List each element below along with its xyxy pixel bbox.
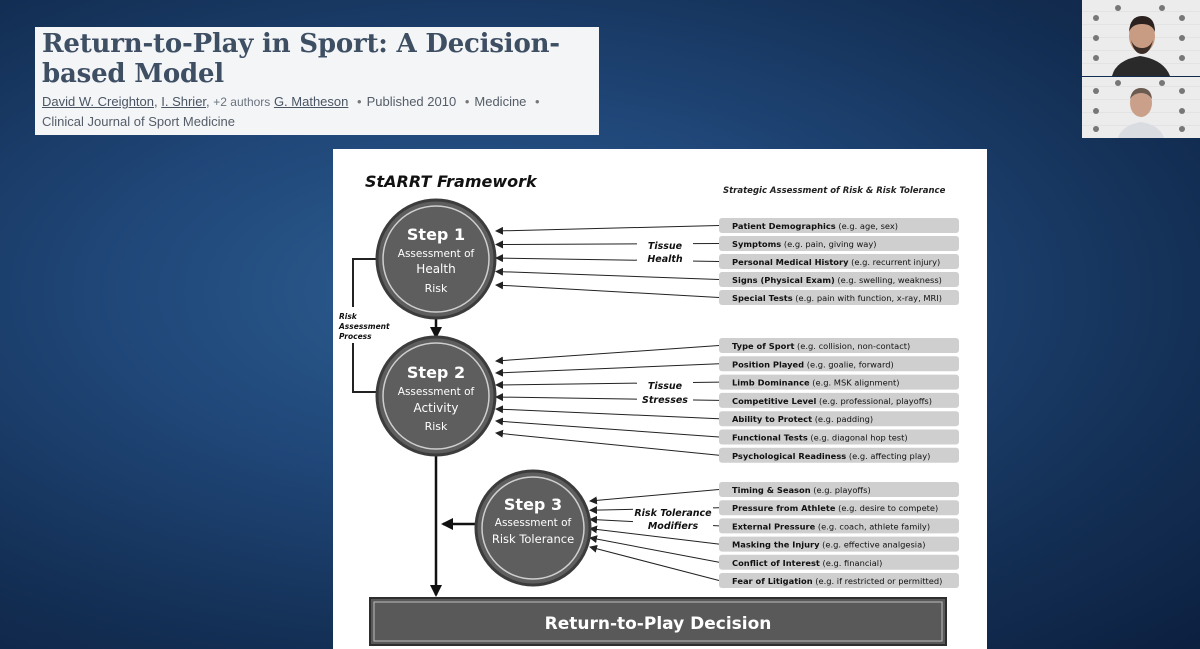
factor-arrow [495, 363, 720, 377]
factor-arrow [589, 489, 720, 505]
svg-text:Assessment of: Assessment of [398, 386, 475, 398]
factor-label: External Pressure (e.g. coach, athlete f… [732, 521, 930, 531]
svg-text:Assessment of: Assessment of [398, 248, 475, 260]
factor-box [719, 254, 959, 269]
author-link[interactable]: G. Matheson [273, 94, 349, 109]
factor-label: Psychological Readiness (e.g. affecting … [732, 451, 930, 461]
factor-list: Patient Demographics (e.g. age, sex) Symp… [719, 218, 959, 588]
paper-meta: David W. Creighton, I. Shrier, +2 author… [42, 94, 540, 109]
svg-text:Risk: Risk [425, 420, 448, 433]
factor-arrow [589, 544, 720, 581]
factor-label: Fear of Litigation (e.g. if restricted o… [732, 576, 942, 586]
decision-label: Return-to-Play Decision [545, 614, 772, 634]
slide-starrt-framework: StARRT Framework Strategic Assessment of… [333, 149, 987, 649]
factor-label: Signs (Physical Exam) (e.g. swelling, we… [732, 275, 942, 285]
step-1-circle: Step 1 Assessment of Health Risk [375, 198, 497, 320]
factor-label: Functional Tests (e.g. diagonal hop test… [732, 433, 908, 443]
factor-label: Competitive Level (e.g. professional, pl… [732, 396, 932, 406]
svg-text:Assessment of: Assessment of [495, 517, 572, 529]
paper-citation-card: Return-to-Play in Sport: A Decision-base… [35, 27, 599, 135]
step-3-circle: Step 3 Assessment of Risk Tolerance [474, 469, 592, 587]
factor-box [719, 356, 959, 372]
return-to-play-decision-box: Return-to-Play Decision [369, 597, 947, 646]
journal-name: Clinical Journal of Sport Medicine [42, 114, 235, 129]
factor-label: Symptoms (e.g. pain, giving way) [732, 239, 877, 249]
factor-label: Patient Demographics (e.g. age, sex) [732, 221, 898, 231]
participant-video-tile[interactable] [1082, 77, 1200, 138]
starrt-diagram: StARRT Framework Strategic Assessment of… [337, 172, 959, 646]
participant-video-tile[interactable] [1082, 0, 1200, 76]
factor-arrow [495, 405, 720, 420]
factor-box [719, 272, 959, 287]
factor-label: Personal Medical History (e.g. recurrent… [732, 257, 940, 267]
more-authors-link[interactable]: +2 authors [213, 95, 271, 109]
factor-box [719, 218, 959, 233]
risk-process-label: Risk Assessment Process [338, 312, 392, 341]
factor-box [719, 482, 959, 497]
factor-label: Type of Sport (e.g. collision, non-conta… [732, 341, 910, 351]
step-title: Step 2 [407, 363, 465, 382]
paper-title[interactable]: Return-to-Play in Sport: A Decision-base… [42, 29, 560, 89]
factor-box [719, 536, 959, 552]
separator-dot: • [535, 94, 540, 109]
factor-box [719, 518, 959, 534]
factor-label: Special Tests (e.g. pain with function, … [732, 293, 942, 303]
factor-box [719, 392, 959, 408]
factor-box [719, 411, 959, 427]
factor-box [719, 500, 959, 516]
factor-box [719, 236, 959, 251]
svg-text:Health: Health [416, 262, 455, 276]
participant-avatar [1093, 5, 1185, 76]
factor-label: Limb Dominance (e.g. MSK alignment) [732, 378, 899, 388]
factor-arrow [495, 345, 720, 365]
step-title: Step 1 [407, 225, 465, 244]
step-title: Step 3 [504, 495, 562, 514]
author-link[interactable]: David W. Creighton [42, 94, 154, 109]
published-date: Published 2010 [366, 94, 457, 109]
factor-box [719, 429, 959, 445]
field-of-study: Medicine [474, 94, 527, 109]
factor-box [719, 374, 959, 390]
factor-label: Conflict of Interest (e.g. financial) [732, 558, 882, 568]
factor-arrow [495, 417, 720, 438]
factor-arrow [495, 267, 720, 280]
factor-arrow [495, 429, 720, 456]
factor-label: Pressure from Athlete (e.g. desire to co… [732, 503, 938, 513]
factor-box [719, 338, 959, 353]
factor-box [719, 447, 959, 463]
factor-label: Timing & Season (e.g. playoffs) [732, 485, 871, 495]
factor-arrow [589, 535, 720, 563]
factor-arrow [495, 225, 720, 235]
separator-dot: • [464, 94, 470, 109]
factor-arrow [495, 281, 720, 298]
svg-text:Risk: Risk [425, 282, 448, 295]
separator-dot: • [357, 94, 362, 109]
svg-text:Risk Tolerance: Risk Tolerance [492, 532, 574, 546]
factor-label: Masking the Injury (e.g. effective analg… [732, 540, 925, 550]
participant-avatar [1093, 80, 1185, 138]
step-2-circle: Step 2 Assessment of Activity Risk [375, 335, 497, 457]
factor-box [719, 554, 959, 570]
svg-text:Activity: Activity [414, 401, 459, 415]
factor-label: Position Played (e.g. goalie, forward) [732, 359, 894, 369]
framework-title: StARRT Framework [365, 172, 538, 191]
factor-arrow [589, 525, 720, 545]
factor-box [719, 573, 959, 588]
factor-box [719, 290, 959, 305]
framework-subtitle: Strategic Assessment of Risk & Risk Tole… [723, 186, 946, 196]
factor-label: Ability to Protect (e.g. padding) [732, 414, 873, 424]
author-link[interactable]: I. Shrier [161, 94, 207, 109]
